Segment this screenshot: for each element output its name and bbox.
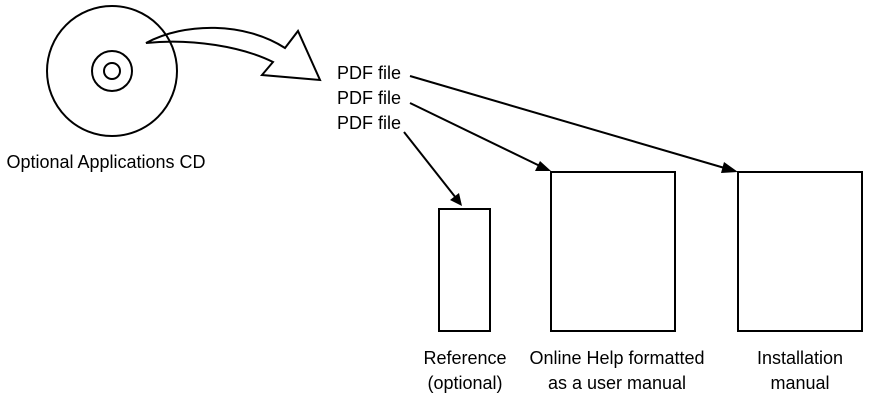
- cd-label: Optional Applications CD: [6, 152, 205, 172]
- installation-doc: [737, 171, 863, 332]
- pdf-to-online-help-line: [409, 102, 543, 168]
- pdf-file-label-2: PDF file: [337, 88, 401, 108]
- pdf-to-online-help-arrowhead: [535, 161, 551, 171]
- pdf-to-reference-line: [403, 131, 457, 199]
- installation-doc-label-line1: Installation: [757, 348, 843, 368]
- online-help-doc: [550, 171, 676, 332]
- reference-doc-label-line2: (optional): [427, 373, 502, 393]
- pdf-to-installation-line: [409, 75, 729, 170]
- pdf-to-installation-arrowhead: [721, 162, 738, 173]
- cd-icon: [46, 5, 178, 137]
- pdf-to-reference-arrowhead: [450, 193, 462, 206]
- reference-doc: [438, 208, 491, 332]
- reference-doc-label-line1: Reference: [423, 348, 506, 368]
- online-help-doc-label-line1: Online Help formatted: [529, 348, 704, 368]
- pdf-file-label-3: PDF file: [337, 113, 401, 133]
- cd-to-files-arrow: [145, 26, 322, 82]
- online-help-doc-label-line2: as a user manual: [548, 373, 686, 393]
- pdf-file-label-1: PDF file: [337, 63, 401, 83]
- installation-doc-label-line2: manual: [770, 373, 829, 393]
